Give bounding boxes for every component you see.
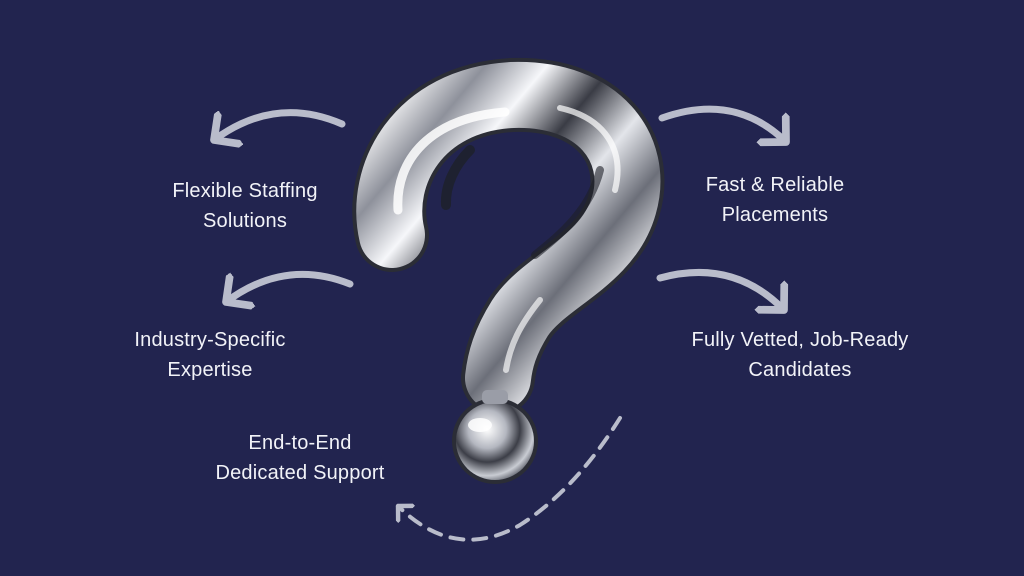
curved-arrow-icon-mid-left bbox=[226, 270, 354, 302]
feature-line: Fully Vetted, Job-Ready bbox=[691, 329, 909, 351]
feature-line: Placements bbox=[721, 204, 829, 226]
curved-arrow-icon-top-left bbox=[214, 109, 346, 140]
feature-line: Solutions bbox=[202, 210, 288, 232]
curved-arrow-icon-top-right bbox=[658, 105, 786, 142]
feature-line: Flexible Staffing bbox=[172, 180, 318, 202]
feature-fast-placements: Fast & Reliable Placements bbox=[665, 170, 885, 230]
feature-line: Dedicated Support bbox=[215, 462, 385, 484]
feature-line: Industry-Specific bbox=[134, 329, 286, 351]
feature-line: Candidates bbox=[748, 359, 852, 381]
feature-line: Fast & Reliable bbox=[705, 174, 845, 196]
feature-flexible-staffing: Flexible Staffing Solutions bbox=[140, 176, 350, 236]
feature-vetted-candidates: Fully Vetted, Job-Ready Candidates bbox=[660, 325, 940, 385]
feature-line: Expertise bbox=[167, 359, 253, 381]
curved-arrow-icon-mid-right bbox=[656, 269, 784, 310]
dashed-curved-arrow-icon bbox=[398, 416, 622, 542]
feature-line: End-to-End bbox=[248, 432, 352, 454]
feature-dedicated-support: End-to-End Dedicated Support bbox=[180, 428, 420, 488]
feature-industry-expertise: Industry-Specific Expertise bbox=[100, 325, 320, 385]
